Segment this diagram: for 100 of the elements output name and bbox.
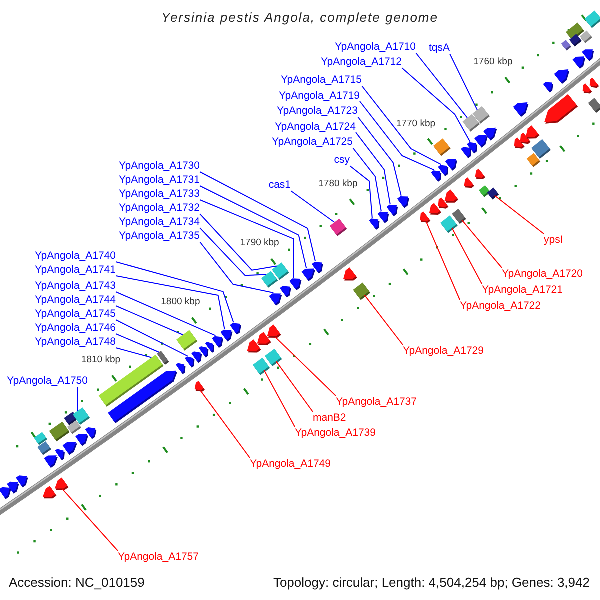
- gene-label: YpAngola_A1737: [336, 396, 417, 408]
- leader-line: [200, 390, 250, 458]
- gene-feature: [582, 50, 594, 62]
- gene-label: YpAngola_A1745: [35, 308, 116, 320]
- gene-feature: [16, 476, 28, 488]
- scale-label: 1810 kbp: [81, 354, 121, 366]
- gene-label: YpAngola_A1723: [277, 105, 358, 117]
- gene-feature: [55, 449, 65, 460]
- gene-feature: [269, 294, 282, 306]
- gene-block: [38, 442, 52, 456]
- leader-line: [200, 200, 294, 279]
- leader-line: [360, 101, 435, 171]
- gene-label: YpAngola_A1719: [279, 90, 360, 102]
- leader-line: [264, 370, 296, 428]
- gene-feature: [572, 56, 586, 69]
- gene-block: [434, 138, 451, 156]
- gene-feature: [386, 204, 398, 216]
- leader-line: [116, 306, 184, 336]
- gene-label: YpAngola_A1730: [119, 160, 200, 172]
- gene-block: [588, 98, 600, 114]
- gene-label: YpAngola_A1710: [335, 41, 416, 53]
- leader-line: [450, 54, 478, 111]
- gene-label: YpAngola_A1715: [281, 74, 362, 86]
- gene-feature: [461, 147, 472, 158]
- leader-line: [274, 336, 336, 396]
- gene-feature: [420, 212, 431, 223]
- gene-feature: [445, 159, 458, 171]
- gene-label: YpAngola_A1739: [295, 427, 376, 439]
- leader-line: [362, 86, 442, 166]
- leader-line: [452, 228, 482, 284]
- gene-label: YpAngola_A1729: [403, 345, 484, 357]
- gene-feature: [312, 262, 324, 274]
- gene-feature: [267, 324, 282, 338]
- gene-label: YpAngola_A1725: [272, 136, 353, 148]
- gene-block: [452, 209, 466, 224]
- leader-line: [402, 68, 471, 142]
- gene-feature: [513, 102, 529, 118]
- leader-line: [200, 186, 308, 269]
- gene-feature: [302, 268, 316, 282]
- scale-label: 1790 kbp: [240, 238, 280, 249]
- gene-label: YpAngola_A1757: [118, 551, 199, 563]
- gene-feature: [205, 342, 214, 354]
- leader-line: [116, 334, 160, 353]
- leader-line: [352, 148, 382, 212]
- gene-block: [272, 262, 290, 280]
- gene-feature: [444, 190, 459, 203]
- leader-line: [116, 262, 234, 324]
- gene-block: [353, 282, 371, 300]
- gene-feature: [44, 456, 58, 468]
- leader-line: [276, 360, 314, 412]
- gene-label: csy: [334, 154, 350, 166]
- gene-block: [157, 350, 170, 366]
- gene-block: [584, 10, 600, 28]
- gene-label: YpAngola_A1735: [119, 230, 200, 242]
- gene-feature: [194, 381, 206, 392]
- gene-feature: [544, 94, 578, 124]
- leader-line: [116, 320, 188, 357]
- leader-line: [116, 276, 226, 330]
- gene-label: YpAngola_A1749: [250, 458, 331, 470]
- leader-line: [200, 242, 274, 294]
- gene-label: YpAngola_A1731: [119, 174, 200, 186]
- gene-label: YpAngola_A1732: [119, 202, 200, 214]
- gene-feature: [54, 478, 69, 490]
- gene-block: [72, 408, 90, 426]
- scale-label: 1800 kbp: [161, 296, 200, 308]
- gene-feature: [397, 196, 410, 208]
- diagram-title: Yersinia pestis Angola, complete genome: [162, 10, 438, 26]
- gene-block: [580, 30, 592, 44]
- gene-label: YpAngola_A1744: [35, 294, 116, 306]
- gene-block: [264, 349, 282, 366]
- gene-block: [561, 40, 572, 51]
- gene-block: [49, 422, 70, 442]
- gene-feature: [230, 323, 242, 335]
- gene-label: YpAngola_A1740: [35, 250, 116, 262]
- gene-feature: [554, 70, 570, 84]
- gene-feature: [467, 142, 478, 154]
- gene-feature: [198, 346, 209, 358]
- gene-label: YpAngola_A1712: [321, 56, 402, 68]
- gene-feature: [378, 212, 390, 224]
- gene-label: YpAngola_A1724: [275, 120, 356, 133]
- genome-info-text: Topology: circular; Length: 4,504,254 bp; Genes: 3,942: [273, 575, 590, 590]
- gene-label: YpAngola_A1746: [35, 322, 116, 334]
- scale-label: 1760 kbp: [474, 56, 513, 68]
- gene-feature: [7, 482, 20, 494]
- gene-feature: [343, 268, 358, 281]
- gene-feature: [369, 218, 380, 230]
- gene-feature: [582, 84, 592, 94]
- gene-block: [472, 106, 490, 124]
- gene-feature: [0, 487, 12, 500]
- gene-feature: [85, 428, 97, 440]
- gene-label: YpAngola_A1750: [7, 375, 88, 387]
- gene-feature: [220, 330, 233, 342]
- gene-label: manB2: [313, 412, 346, 424]
- gene-block: [252, 358, 270, 376]
- gene-label: cas1: [268, 179, 291, 191]
- gene-label: YpAngola_A1743: [35, 280, 116, 292]
- gene-label: YpAngola_A1741: [35, 264, 116, 276]
- gene-feature: [526, 126, 540, 139]
- leader-line: [364, 294, 404, 346]
- scale-label: 1780 kbp: [318, 178, 358, 190]
